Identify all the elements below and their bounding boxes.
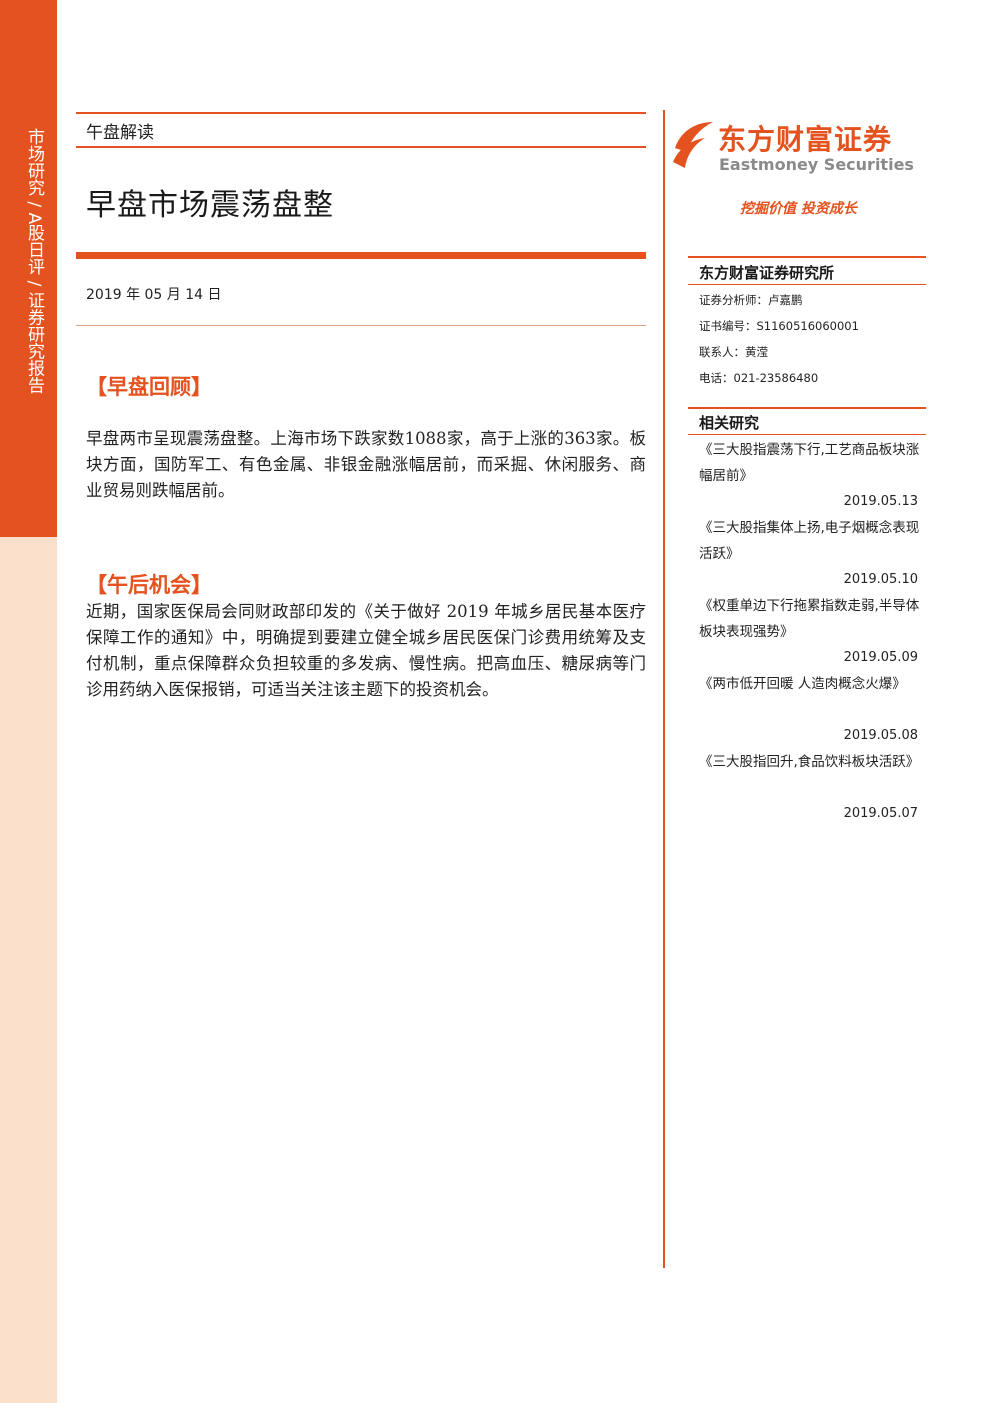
related-item-date: 2019.05.10 <box>843 572 918 587</box>
related-item-date: 2019.05.07 <box>843 806 918 821</box>
report-date: 2019 年 05 月 14 日 <box>86 287 222 303</box>
sidebar-category-text: 市场研究 / A股日评 / 证券研究报告 <box>24 128 44 394</box>
analyst-top-rule <box>688 256 926 258</box>
analyst-phone: 电话：021-23586480 <box>699 371 819 385</box>
eastmoney-logo-icon <box>673 122 713 168</box>
logo-name-en: Eastmoney Securities <box>719 155 914 174</box>
section-heading-opportunity: 【午后机会】 <box>86 572 212 597</box>
header-label-rule <box>76 146 646 148</box>
header-top-rule <box>76 112 646 114</box>
analyst-cert: 证书编号：S1160516060001 <box>699 319 859 333</box>
sidebar-band-light <box>0 537 57 1403</box>
related-item-link[interactable]: 《三大股指回升,食品饮料板块活跃》 <box>699 754 920 770</box>
related-heading: 相关研究 <box>699 414 760 432</box>
related-under-rule <box>688 434 926 435</box>
title-thick-rule <box>76 252 646 259</box>
related-item-link[interactable]: 《三大股指集体上扬,电子烟概念表现活跃》 <box>699 520 920 562</box>
section-heading-review: 【早盘回顾】 <box>86 374 212 399</box>
sidebar-band-dark <box>0 0 57 537</box>
section-body-opportunity: 近期，国家医保局会同财政部印发的《关于做好 2019 年城乡居民基本医疗保障工作… <box>86 602 646 699</box>
section-label: 午盘解读 <box>86 123 154 143</box>
report-title: 早盘市场震荡盘整 <box>86 188 334 223</box>
analyst-name: 证券分析师：卢嘉鹏 <box>699 293 803 307</box>
related-item-link[interactable]: 《三大股指震荡下行,工艺商品板块涨幅居前》 <box>699 442 920 484</box>
analyst-under-rule <box>688 284 926 285</box>
related-item-date: 2019.05.08 <box>843 728 918 743</box>
logo-name-cn: 东方财富证券 <box>718 123 893 156</box>
institute-name: 东方财富证券研究所 <box>699 264 835 282</box>
related-item-date: 2019.05.09 <box>843 650 918 665</box>
related-top-rule <box>688 407 926 409</box>
analyst-contact: 联系人：黄滢 <box>699 345 768 359</box>
section-body-review: 早盘两市呈现震荡盘整。上海市场下跌家数1088家，高于上涨的363家。板块方面，… <box>86 429 646 500</box>
logo-slogan: 挖掘价值 投资成长 <box>740 201 857 217</box>
related-item-link[interactable]: 《权重单边下行拖累指数走弱,半导体板块表现强势》 <box>699 598 920 640</box>
date-divider <box>76 325 646 326</box>
column-divider <box>663 110 665 1268</box>
related-item-date: 2019.05.13 <box>843 494 918 509</box>
related-item-link[interactable]: 《两市低开回暖 人造肉概念火爆》 <box>699 676 906 692</box>
